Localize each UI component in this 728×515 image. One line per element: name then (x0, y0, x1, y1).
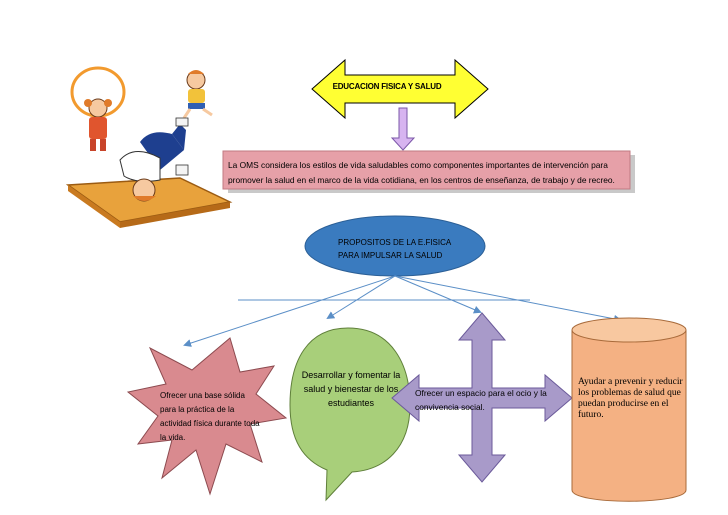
bubble-item-text: Desarrollar y fomentar la salud y bienes… (301, 370, 401, 408)
oms-box (222, 150, 631, 190)
purpose-label: PROPOSITOS DE LA E.FISICA PARA IMPULSAR … (338, 236, 468, 262)
purpose-line-2: PARA IMPULSAR LA SALUD (338, 251, 443, 260)
diagram-title: EDUCACION FISICA Y SALUD (332, 82, 442, 91)
cylinder-item-text: Ayudar a prevenir y reducir los problema… (578, 377, 683, 420)
down-arrow (390, 107, 416, 151)
speech-bubble (289, 327, 411, 502)
star-shape (126, 337, 288, 496)
connectors (183, 275, 622, 347)
children-gymnastics-illustration (65, 66, 233, 228)
purpose-line-1: PROPOSITOS DE LA E.FISICA (338, 238, 452, 247)
cylinder-shape (571, 317, 687, 502)
diamond-item-text: Ofrecer un espacio para el ocio y la con… (415, 388, 547, 412)
four-way-arrow (391, 312, 573, 483)
title-double-arrow (311, 58, 489, 120)
oms-statement: La OMS considera los estilos de vida sal… (228, 160, 615, 185)
star-item-text: Ofrecer una base sólida para la práctica… (160, 391, 260, 442)
